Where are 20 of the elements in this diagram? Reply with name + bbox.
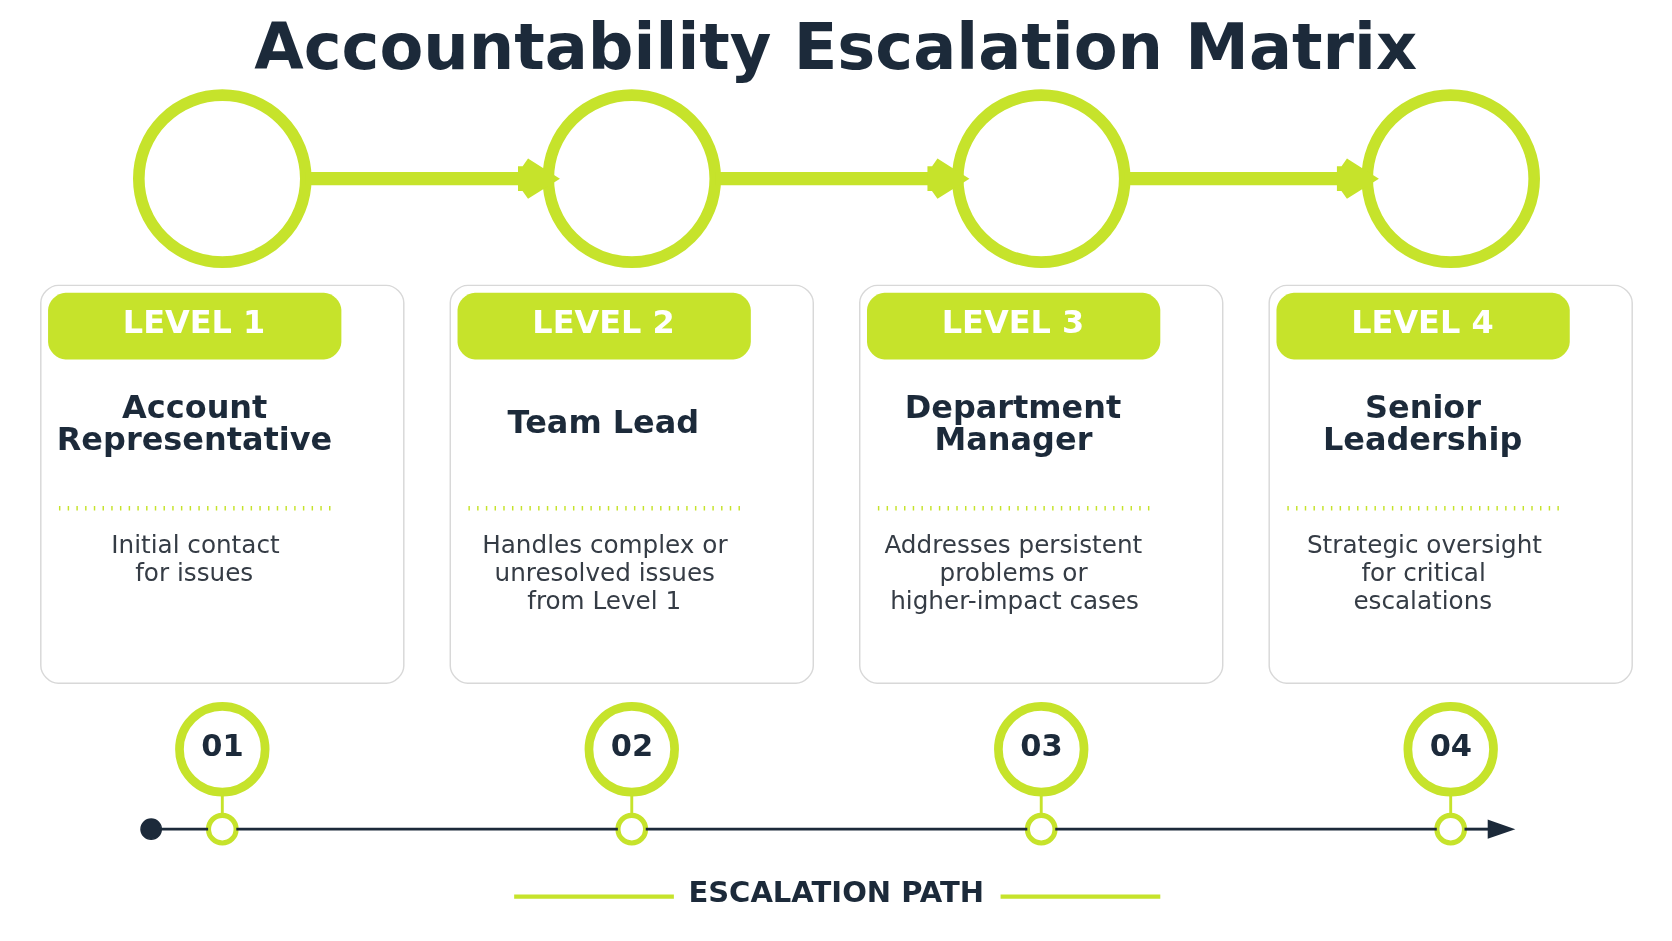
connector [235,827,618,831]
node-circle: 03 [993,702,1088,797]
diagram-title: Accountability Escalation Matrix [253,10,1417,85]
node-circle: 02 [584,702,679,797]
label: ESCALATION PATH [687,875,984,910]
node-circle [132,89,312,268]
connector [161,827,208,831]
node-circle [541,89,721,268]
connector [645,827,1027,831]
node-circle [1360,89,1540,268]
node-circle [139,818,162,841]
node-circle [951,89,1131,268]
node-circle [614,812,648,846]
node-circle [205,812,239,846]
node-circle: 01 [174,702,269,797]
connector [1054,827,1437,831]
node-circle: 04 [1403,702,1498,797]
node-circle [1433,812,1467,846]
arrow [1464,819,1515,839]
node-circle [1024,812,1058,846]
